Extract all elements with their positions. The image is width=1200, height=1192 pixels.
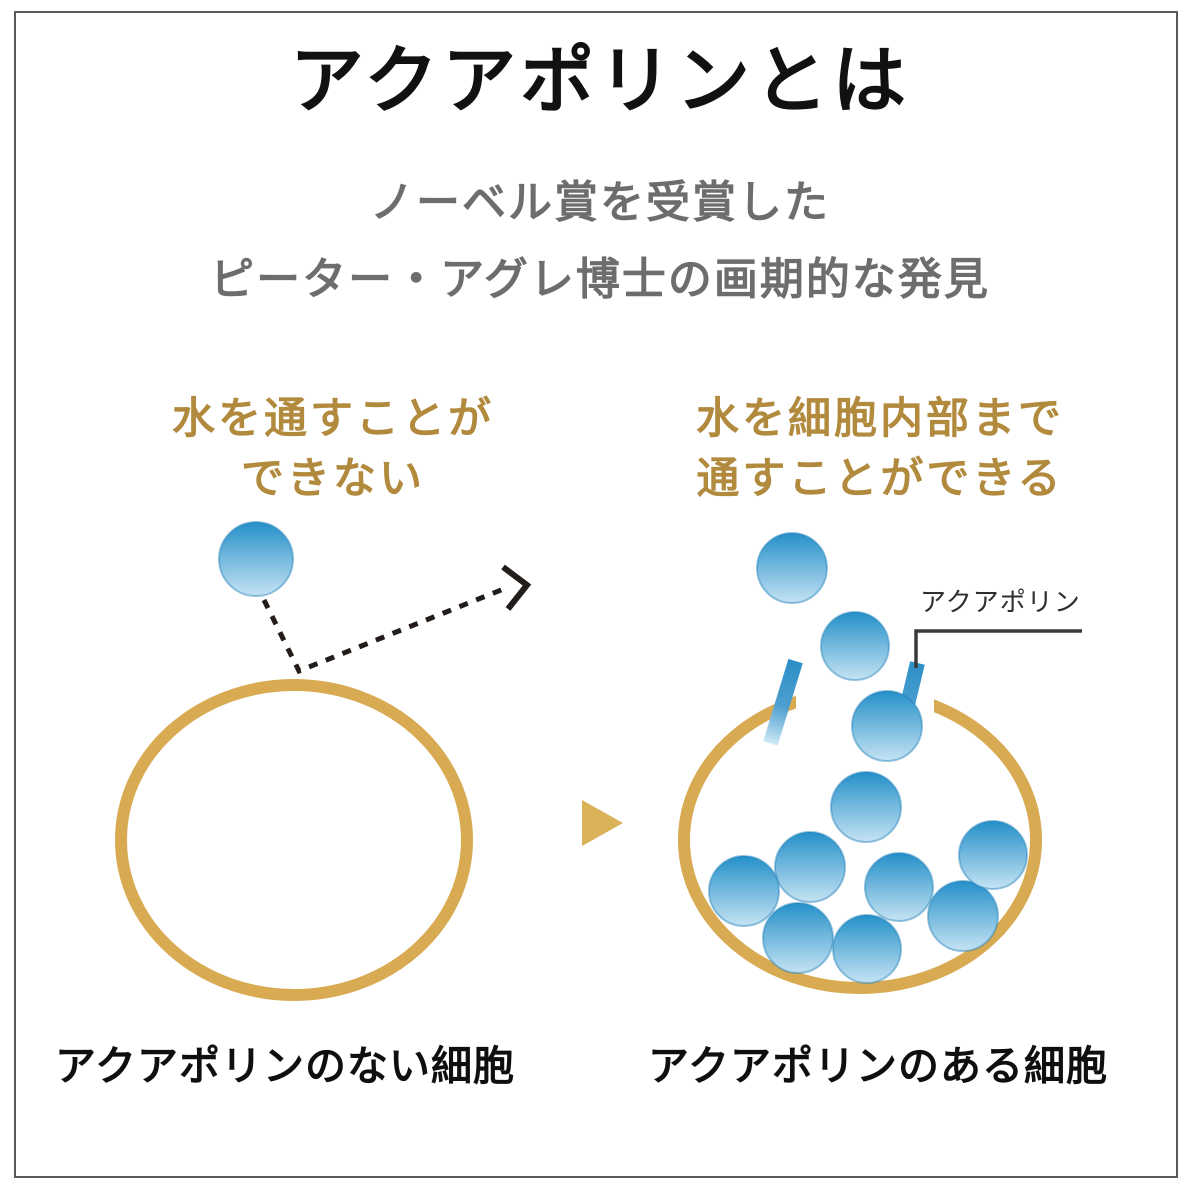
cell-membrane-left: [115, 679, 473, 1001]
aquaporin-callout-label: アクアポリン: [920, 587, 1081, 617]
aquaporin-channel-left: [763, 658, 803, 746]
left-cell-caption-line-2: できない: [241, 455, 425, 504]
water-molecule: [958, 820, 1028, 890]
bounce-arrow-dotted-line: [261, 585, 507, 675]
left-cell-caption: 水を通すことが できない: [73, 389, 593, 509]
water-molecule: [218, 521, 294, 597]
water-molecule: [830, 771, 902, 843]
water-molecule: [851, 690, 923, 762]
water-molecule: [774, 831, 846, 903]
water-molecule: [762, 902, 834, 974]
water-molecule: [756, 532, 828, 604]
water-molecule: [708, 855, 780, 927]
water-molecule: [864, 852, 934, 922]
direction-triangle-icon: [582, 800, 623, 846]
right-cell-caption-line-2: 通すことができる: [696, 455, 1064, 504]
right-cell-label: アクアポリンのある細胞: [648, 1043, 1108, 1089]
left-water-molecule-layer: [218, 521, 294, 597]
page-title: アクアポリンとは: [289, 39, 911, 122]
left-cell-label: アクアポリンのない細胞: [55, 1043, 515, 1089]
right-cell-caption-line-1: 水を細胞内部まで: [696, 395, 1064, 443]
subtitle-line-1: ノーベル賞を受賞した: [370, 178, 830, 227]
aquaporin-leader-line: [914, 629, 1082, 668]
water-molecule: [927, 880, 999, 952]
water-molecule: [820, 611, 890, 681]
subtitle-line-2: ピーター・アグレ博士の画期的な発見: [210, 255, 990, 304]
water-molecule: [832, 914, 902, 984]
left-cell-caption-line-1: 水を通すことが: [172, 395, 494, 443]
water-molecules-layer: [708, 532, 1028, 984]
right-cell-caption: 水を細胞内部まで 通すことができる: [620, 389, 1140, 509]
subtitle: ノーベル賞を受賞した ピーター・アグレ博士の画期的な発見: [0, 164, 1200, 318]
outer-frame: [14, 11, 1178, 1178]
bounce-arrow-head: [501, 564, 532, 611]
